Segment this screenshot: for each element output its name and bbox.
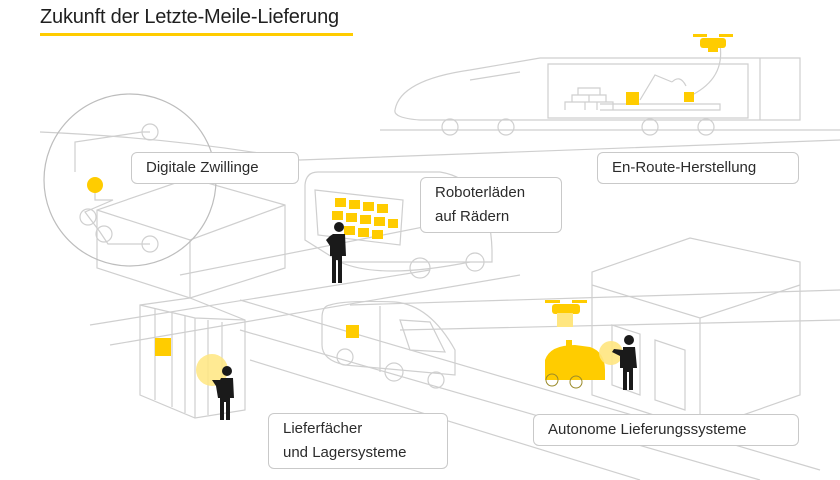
drone-icon: [693, 34, 733, 52]
label-lockers-line1: Lieferfächer: [283, 420, 363, 437]
label-robot-stores-line1: Roboterläden: [435, 184, 526, 201]
label-digital-twins-text: Digitale Zwillinge: [146, 159, 259, 176]
van-sign: [346, 325, 359, 338]
label-en-route: En-Route-Herstellung: [597, 152, 799, 184]
label-digital-twins: Digitale Zwillinge: [131, 152, 299, 184]
delivery-robot-icon: [545, 340, 623, 380]
person-icon: [212, 366, 234, 420]
label-autonomous: Autonome Lieferungssysteme: [533, 414, 799, 446]
building-left: [96, 177, 286, 299]
building-right: [591, 237, 801, 431]
title-underline: [40, 33, 353, 36]
page-title: Zukunft der Letzte-Meile-Lieferung: [40, 6, 339, 28]
van-icon: [321, 300, 456, 389]
road-lines: [39, 129, 840, 480]
label-lockers-line2: und Lagersysteme: [283, 444, 407, 461]
person-icon: [612, 335, 637, 390]
label-autonomous-text: Autonome Lieferungssysteme: [548, 421, 747, 438]
robot-arm-icon: [639, 74, 673, 101]
locker-icon: [139, 297, 246, 419]
person-icon: [326, 222, 346, 283]
label-lockers: Lieferfächer und Lagersysteme: [268, 413, 448, 469]
locker-door: [155, 338, 171, 356]
label-en-route-text: En-Route-Herstellung: [612, 159, 757, 176]
label-robot-stores-line2: auf Rädern: [435, 208, 510, 225]
label-robot-stores: Roboterläden auf Rädern: [420, 177, 562, 233]
robot-store-shelves: [332, 198, 398, 239]
drone-icon: [545, 300, 587, 327]
train-package: [626, 92, 639, 105]
train-icon: [394, 44, 801, 136]
digital-twin-node: [87, 177, 103, 193]
